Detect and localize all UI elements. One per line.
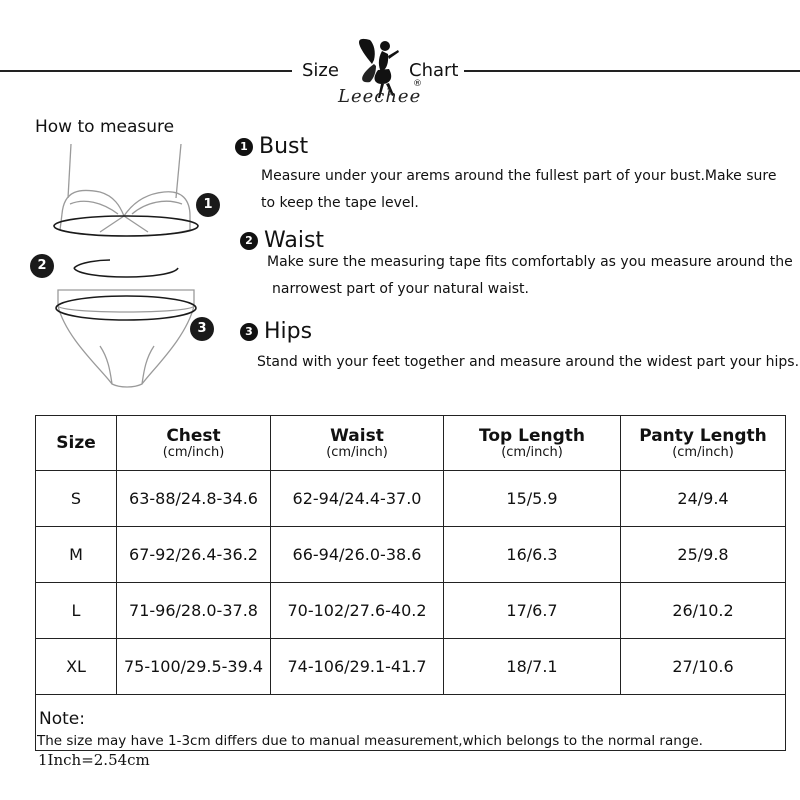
note-cell: Note: The size may have 1-3cm differs du… [35,694,786,751]
bust-number-icon: 1 [235,137,253,156]
cell-panty-length: 25/9.8 [620,526,786,583]
cell-panty-length: 24/9.4 [620,470,786,527]
header-rule-left [0,70,292,72]
bust-heading: 1 Bust [235,134,308,159]
marker-3-badge: 3 [190,317,214,341]
cell-chest: 67-92/26.4-36.2 [116,526,271,583]
cell-chest: 71-96/28.0-37.8 [116,582,271,639]
brand-logo-text: Leechee [338,86,422,107]
cell-size: S [35,470,117,527]
cell-size: M [35,526,117,583]
header-size: Size [35,415,117,471]
cell-chest: 75-100/29.5-39.4 [116,638,271,695]
hips-line-1: Stand with your feet together and measur… [257,354,800,370]
waist-description: Make sure the measuring tape fits comfor… [267,249,793,303]
cell-top-length: 18/7.1 [443,638,621,695]
cell-waist: 66-94/26.0-38.6 [270,526,444,583]
cell-waist: 70-102/27.6-40.2 [270,582,444,639]
bikini-diagram-icon [53,143,199,388]
hips-title: Hips [264,319,313,344]
bust-title: Bust [259,134,309,159]
cell-top-length: 17/6.7 [443,582,621,639]
marker-2-badge: 2 [30,254,54,278]
size-table: Size Chest(cm/inch) Waist(cm/inch) Top L… [35,415,786,751]
cell-panty-length: 27/10.6 [620,638,786,695]
note-title: Note: [39,709,85,729]
bust-line-2: to keep the tape level. [261,195,419,211]
hips-heading: 3 Hips [240,319,312,344]
conversion-note: 1Inch=2.54cm [38,751,150,769]
header-panty-length: Panty Length(cm/inch) [620,415,786,471]
cell-size: XL [35,638,117,695]
waist-line-2: narrowest part of your natural waist. [272,281,529,297]
header-chart-label: Chart [409,60,459,81]
table-row: L 71-96/28.0-37.8 70-102/27.6-40.2 17/6.… [35,582,786,639]
bust-line-1: Measure under your arems around the full… [261,168,777,184]
cell-waist: 62-94/24.4-37.0 [270,470,444,527]
cell-top-length: 16/6.3 [443,526,621,583]
header-top-length: Top Length(cm/inch) [443,415,621,471]
cell-chest: 63-88/24.8-34.6 [116,470,271,527]
header-chest: Chest(cm/inch) [116,415,271,471]
header-size-label: Size [302,60,339,81]
waist-title: Waist [264,228,325,253]
cell-waist: 74-106/29.1-41.7 [270,638,444,695]
cell-size: L [35,582,117,639]
cell-top-length: 15/5.9 [443,470,621,527]
waist-line-1: Make sure the measuring tape fits comfor… [267,254,793,270]
cell-panty-length: 26/10.2 [620,582,786,639]
hips-description: Stand with your feet together and measur… [257,349,799,376]
waist-number-icon: 2 [240,231,258,250]
header-waist: Waist(cm/inch) [270,415,444,471]
table-header-row: Size Chest(cm/inch) Waist(cm/inch) Top L… [35,415,786,471]
how-to-measure-title: How to measure [35,117,175,137]
header-rule-right [464,70,800,72]
marker-1-badge: 1 [196,193,220,217]
table-row: S 63-88/24.8-34.6 62-94/24.4-37.0 15/5.9… [35,470,786,527]
bust-description: Measure under your arems around the full… [261,163,776,217]
note-text: The size may have 1-3cm differs due to m… [37,733,703,749]
note-row: Note: The size may have 1-3cm differs du… [35,694,786,751]
registered-mark: ® [413,79,422,89]
table-row: M 67-92/26.4-36.2 66-94/26.0-38.6 16/6.3… [35,526,786,583]
hips-number-icon: 3 [240,322,258,341]
fairy-logo-icon [359,38,399,98]
table-row: XL 75-100/29.5-39.4 74-106/29.1-41.7 18/… [35,638,786,695]
waist-heading: 2 Waist [240,228,324,253]
